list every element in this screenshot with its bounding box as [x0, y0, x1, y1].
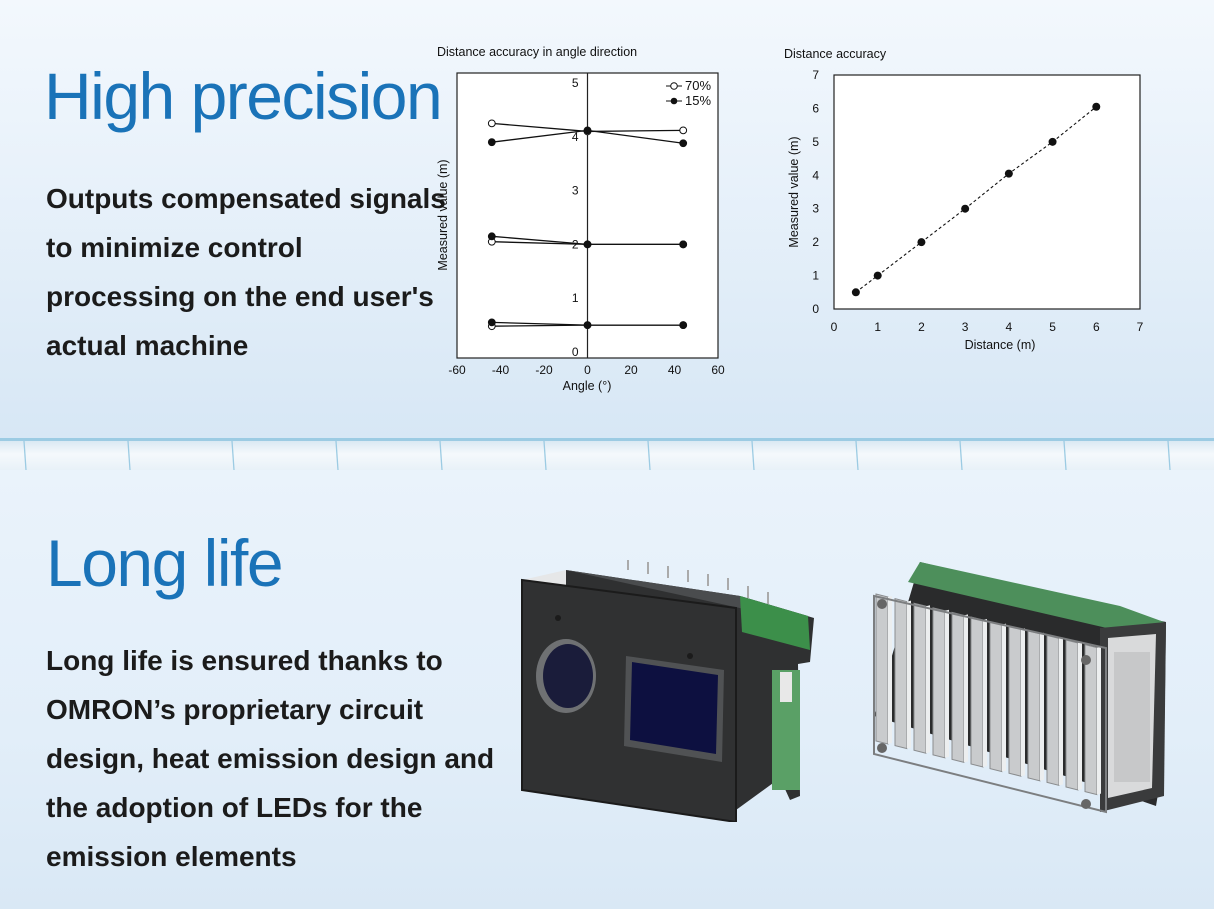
- point-15: [679, 240, 688, 249]
- x-tick-label: 2: [918, 320, 925, 334]
- legend-item-15: 15%: [666, 93, 711, 108]
- y-tick-label: 0: [572, 345, 579, 359]
- legend-label-15: 15%: [685, 93, 711, 108]
- high-precision-description: Outputs compensated signals to minimize …: [46, 183, 446, 361]
- y-tick-label: 1: [572, 291, 579, 305]
- point-70: [679, 126, 688, 135]
- x-axis-label: Distance (m): [965, 338, 1036, 352]
- data-point: [1048, 137, 1057, 146]
- data-point: [1092, 102, 1101, 111]
- x-axis-label: Angle (°): [563, 379, 612, 393]
- x-tick-label: 7: [1137, 320, 1144, 334]
- point-15: [679, 139, 688, 148]
- data-points: [851, 102, 1101, 297]
- y-tick-label: 4: [812, 168, 819, 182]
- chart-title: Distance accuracy in angle direction: [437, 45, 637, 59]
- high-precision-section: High precision Outputs compensated signa…: [0, 0, 1214, 438]
- long-life-description: Long life is ensured thanks to OMRON’s p…: [46, 645, 495, 872]
- x-tick-label: 3: [962, 320, 969, 334]
- section-divider: [0, 438, 1214, 470]
- point-15: [583, 126, 592, 135]
- x-tick-label: 0: [831, 320, 838, 334]
- y-tick-label: 2: [812, 235, 819, 249]
- divider-ticks: [23, 440, 1171, 470]
- long-life-title: Long life: [46, 526, 284, 600]
- sensor-back-image: [873, 562, 1166, 814]
- y-axis-label: Measured value (m): [787, 136, 801, 247]
- angle-accuracy-chart: Distance accuracy in angle direction 0 1 2…: [436, 45, 725, 393]
- heatsink-fins: [875, 593, 1101, 796]
- x-tick-label: 20: [624, 363, 638, 377]
- y-tick-label: 3: [812, 202, 819, 216]
- chart-title: Distance accuracy: [784, 47, 887, 61]
- point-15: [487, 138, 496, 147]
- data-point: [1004, 169, 1013, 178]
- y-tick-labels: 0 1 2 3 4 5 6 7: [812, 68, 819, 316]
- x-tick-label: 6: [1093, 320, 1100, 334]
- legend-label-70: 70%: [685, 78, 711, 93]
- y-tick-label: 1: [812, 269, 819, 283]
- y-tick-label: 3: [572, 184, 579, 198]
- data-point: [873, 271, 882, 280]
- x-tick-labels: 0 1 2 3 4 5 6 7: [831, 320, 1144, 334]
- x-tick-label: 5: [1049, 320, 1056, 334]
- point-15: [679, 321, 688, 330]
- x-tick-label: 1: [874, 320, 881, 334]
- series-points: [487, 119, 688, 331]
- legend-item-70: 70%: [666, 78, 711, 93]
- distance-accuracy-chart: Distance accuracy 0 1 2 3 4 5 6 7 0 1 2 3 4 5 6 7 Dist…: [784, 47, 1144, 352]
- y-tick-label: 5: [812, 135, 819, 149]
- point-15: [487, 232, 496, 241]
- x-tick-label: 40: [668, 363, 682, 377]
- y-tick-label: 4: [572, 130, 579, 144]
- x-tick-label: 60: [711, 363, 725, 377]
- legend: 70% 15%: [666, 78, 711, 108]
- x-tick-label: -20: [535, 363, 553, 377]
- y-tick-label: 7: [812, 68, 819, 82]
- y-tick-label: 0: [812, 302, 819, 316]
- data-point: [851, 288, 860, 297]
- point-15: [487, 318, 496, 327]
- data-point: [917, 238, 926, 247]
- x-tick-labels: -60 -40 -20 0 20 40 60: [448, 363, 725, 377]
- high-precision-title: High precision: [44, 59, 443, 133]
- plot-frame: [833, 74, 1141, 310]
- sensor-front-image: [521, 560, 814, 822]
- x-tick-label: -40: [492, 363, 510, 377]
- x-tick-label: -60: [448, 363, 466, 377]
- y-axis-label: Measured value (m): [436, 159, 450, 270]
- x-tick-label: 4: [1006, 320, 1013, 334]
- point-70: [487, 119, 496, 128]
- point-15: [583, 240, 592, 249]
- data-point: [961, 204, 970, 213]
- x-tick-label: 0: [584, 363, 591, 377]
- y-tick-label: 5: [572, 76, 579, 90]
- point-15: [583, 321, 592, 330]
- y-tick-label: 6: [812, 101, 819, 115]
